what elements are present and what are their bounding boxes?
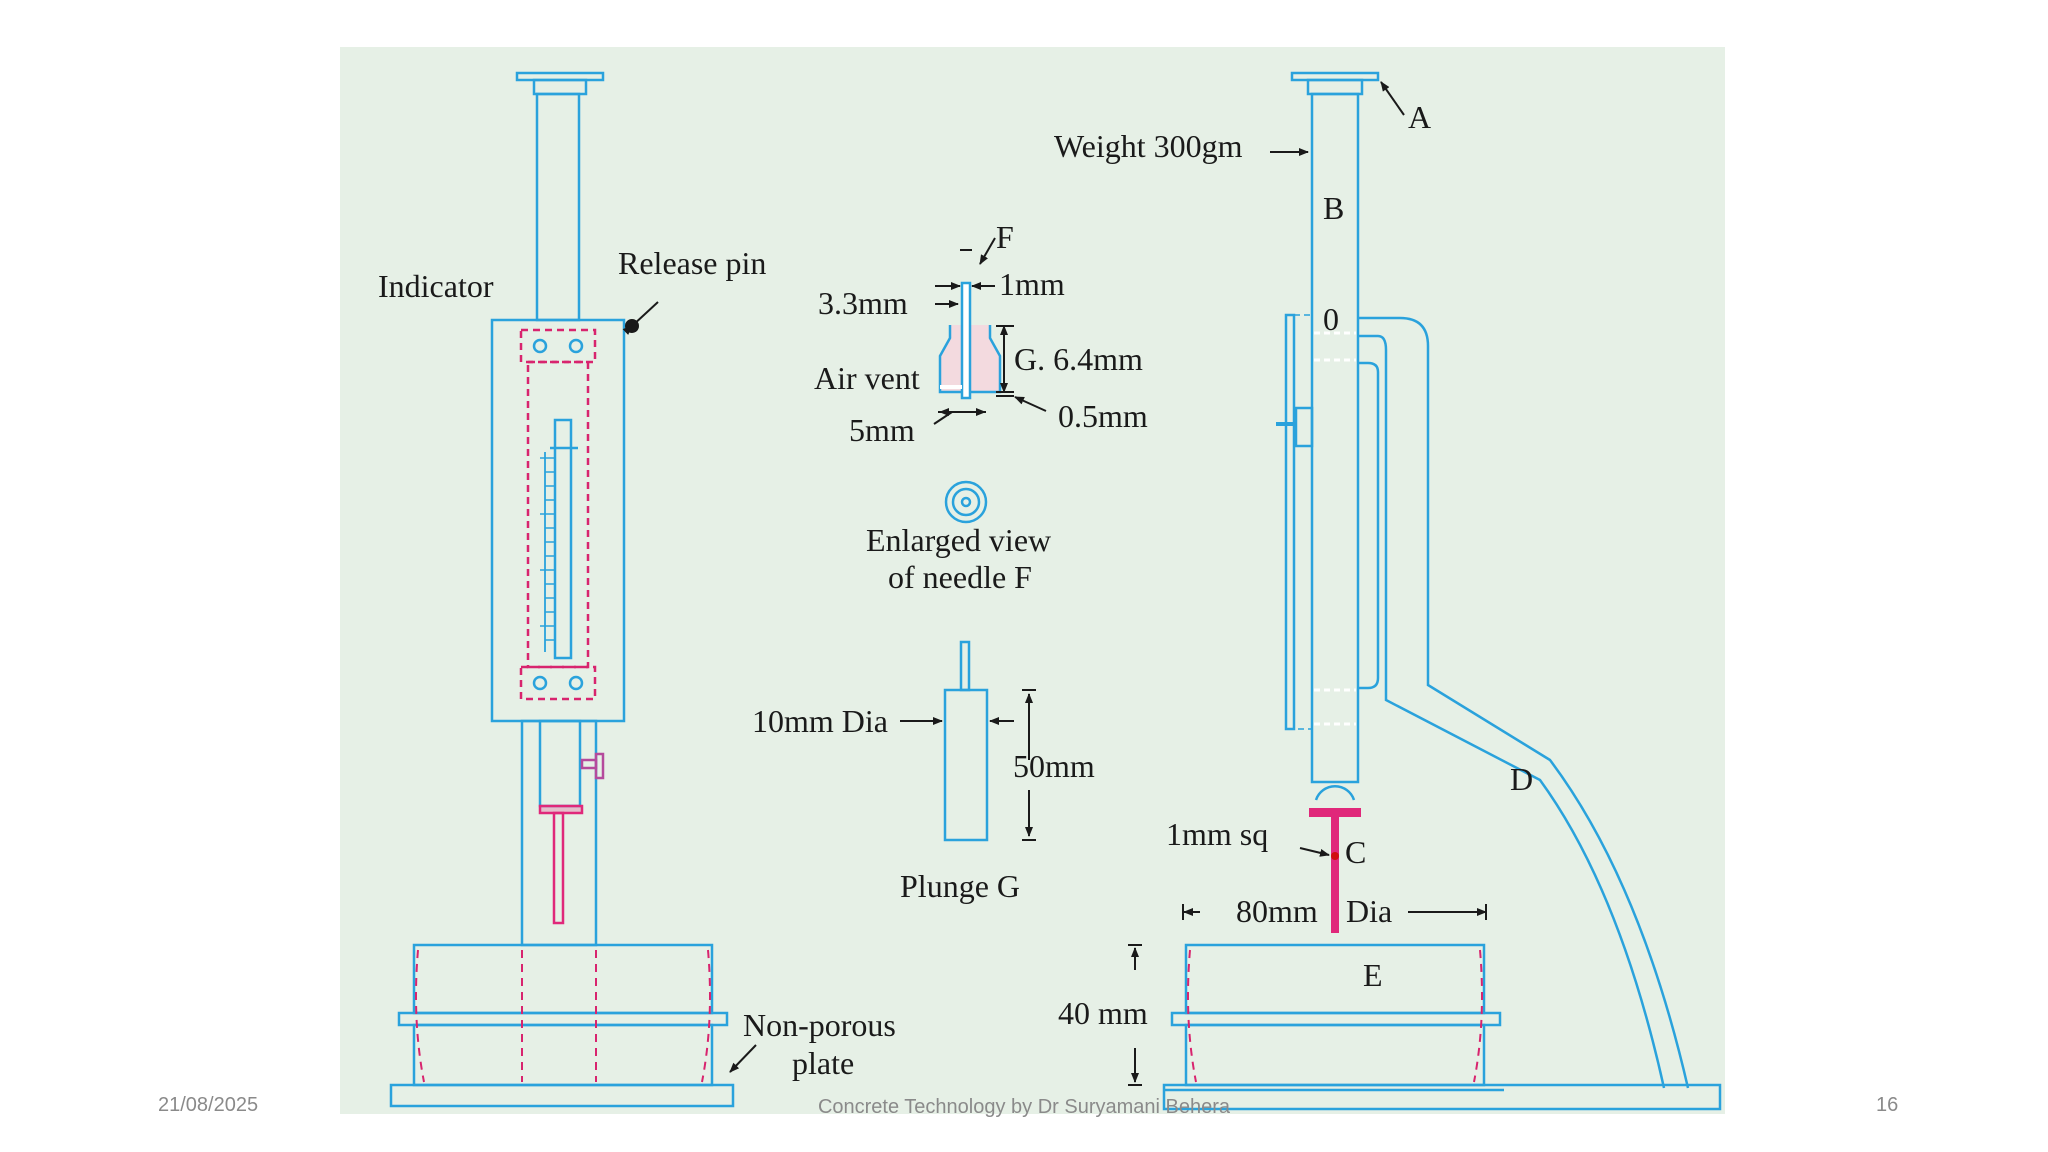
label-50mm: 50mm: [1013, 748, 1095, 784]
label-e: E: [1363, 957, 1383, 993]
label-3-3mm: 3.3mm: [818, 285, 908, 321]
label-0-5mm: 0.5mm: [1058, 398, 1148, 434]
label-of-needle-f: of needle F: [888, 559, 1032, 595]
label-10mm-dia: 10mm Dia: [752, 703, 888, 739]
needle-c: [1309, 808, 1361, 933]
label-1mm-sq: 1mm sq: [1166, 816, 1268, 852]
label-1mm: 1mm: [999, 266, 1065, 302]
label-plate: plate: [792, 1045, 854, 1081]
label-80mm: 80mm: [1236, 893, 1318, 929]
label-40mm: 40 mm: [1058, 995, 1148, 1031]
footer-date: 21/08/2025: [158, 1094, 259, 1116]
right-apparatus: [1162, 71, 1722, 1111]
label-d: D: [1510, 761, 1533, 797]
label-plunge-g: Plunge G: [900, 868, 1020, 904]
label-release-pin: Release pin: [618, 245, 766, 281]
label-g-6-4mm: G. 6.4mm: [1014, 341, 1143, 377]
footer-title: Concrete Technology by Dr Suryamani Behe…: [817, 1096, 1231, 1118]
label-dia: Dia: [1346, 893, 1392, 929]
label-5mm: 5mm: [849, 412, 915, 448]
left-apparatus: [389, 71, 735, 1108]
page-number: 16: [1876, 1094, 1899, 1116]
label-air-vent: Air vent: [814, 360, 920, 396]
figure-background: [340, 47, 1725, 1114]
label-b: B: [1323, 190, 1344, 226]
label-f: F: [996, 219, 1014, 255]
label-a: A: [1408, 99, 1431, 135]
label-c: C: [1345, 834, 1366, 870]
label-zero: 0: [1323, 301, 1339, 337]
label-enlarged-view: Enlarged view: [866, 522, 1051, 558]
label-indicator: Indicator: [378, 268, 494, 304]
label-weight: Weight 300gm: [1054, 128, 1243, 164]
needle-enlarged-icon: [944, 480, 988, 524]
label-non-porous: Non-porous: [743, 1007, 896, 1043]
needle-detail: [938, 281, 1002, 842]
